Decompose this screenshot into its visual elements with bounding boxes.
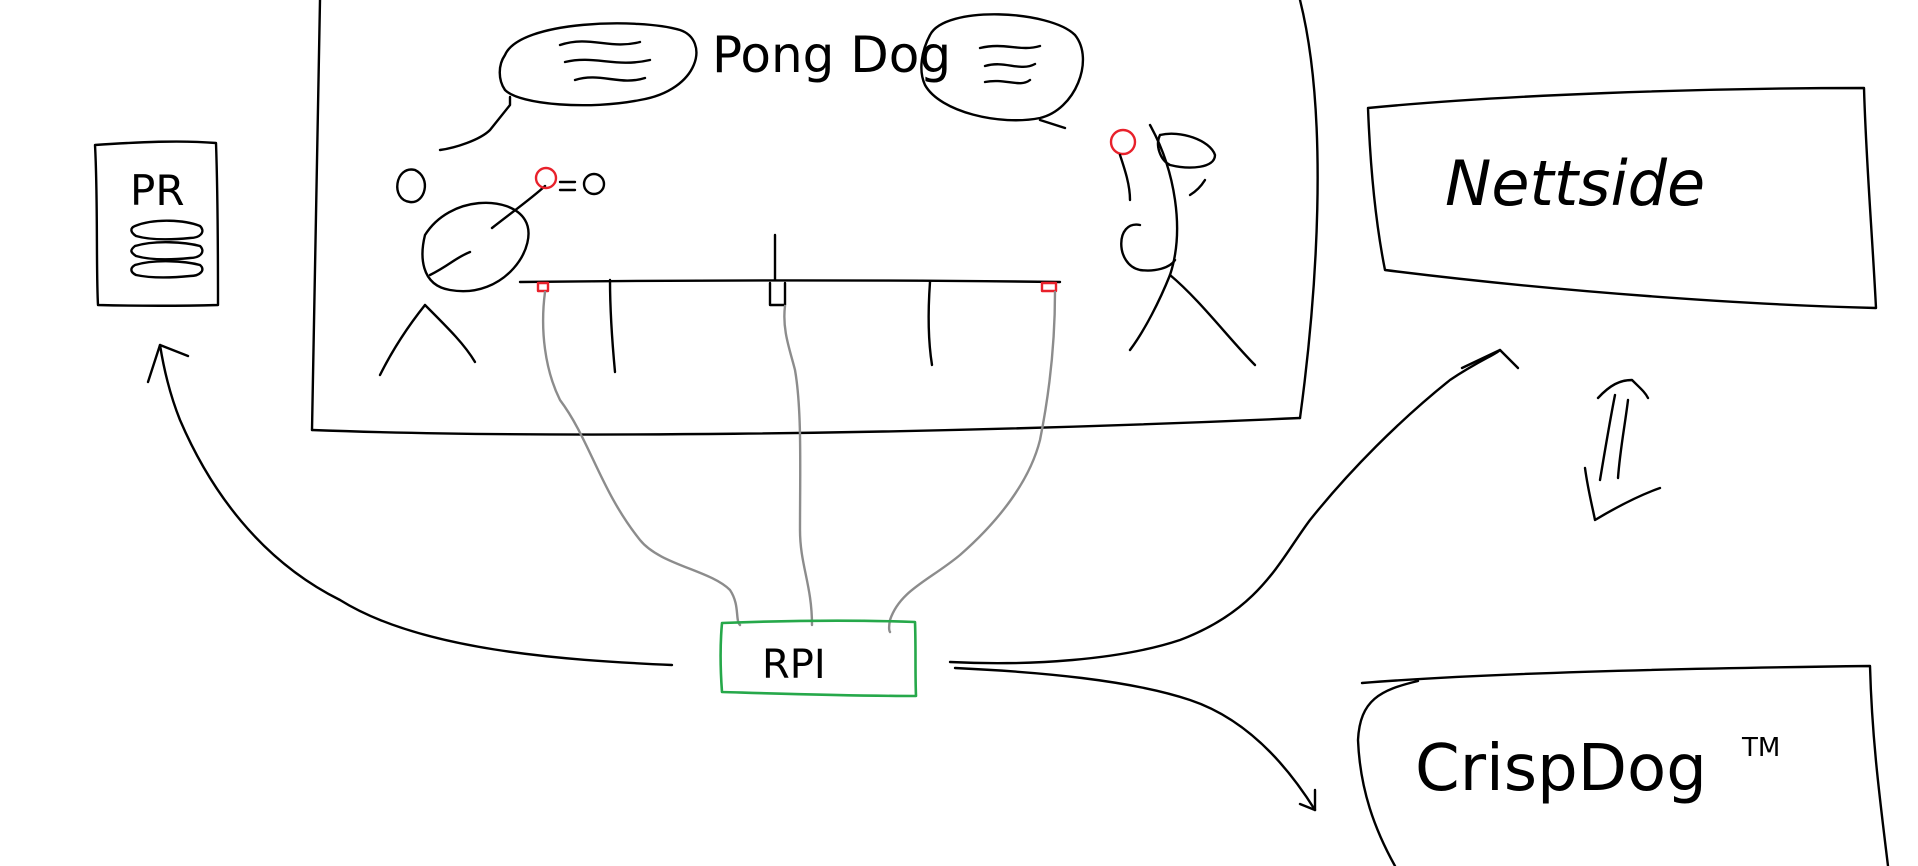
right-table-sensor: [1040, 281, 1058, 293]
pr-document: [93, 140, 220, 307]
left-table-sensor: [536, 281, 550, 293]
left-red-sensor: [534, 166, 558, 190]
arrow-rpi-to-pr: [146, 343, 674, 667]
right-speech-bubble: [920, 13, 1085, 130]
crispdog-label: CrispDog: [1415, 732, 1707, 806]
nettside-label: Nettside: [1445, 147, 1705, 220]
pong-dog-title-line1: Pong Dog: [712, 26, 951, 84]
left-paddle-ball: [534, 166, 606, 196]
left-speech-bubble: [438, 22, 698, 152]
rpi-label: RPI: [762, 642, 826, 688]
left-player-figure: [378, 168, 547, 377]
sensor-wires: [541, 290, 1057, 634]
nettside-box: [1366, 86, 1878, 310]
crispdog-box: [1356, 664, 1890, 866]
arrow-rpi-to-crispdog: [953, 666, 1317, 812]
pr-label: PR: [130, 166, 185, 215]
arrow-rpi-to-nettside: [948, 348, 1520, 665]
rpi-box: [719, 619, 918, 698]
bidirectional-arrow: [1583, 378, 1662, 522]
ping-pong-table: [518, 233, 1062, 374]
right-red-sensor: [1109, 128, 1137, 156]
trademark-label: TM: [1741, 733, 1780, 763]
right-player-figure: [1109, 123, 1257, 367]
pong-dog-frame: [310, 0, 1319, 436]
